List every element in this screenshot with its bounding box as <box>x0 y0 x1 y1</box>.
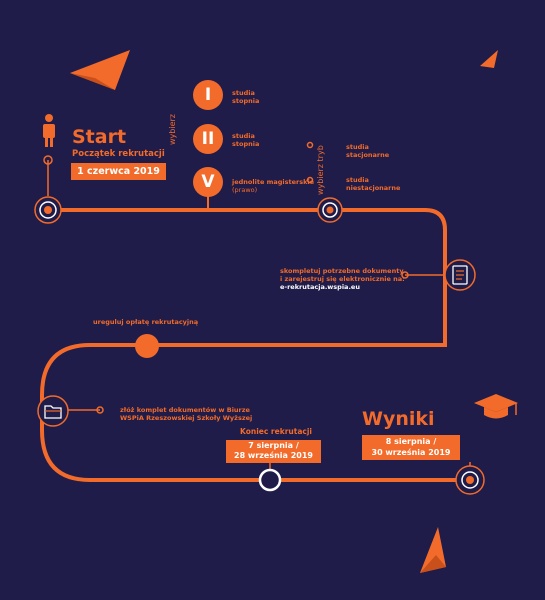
level-ii-badge: II <box>193 124 223 154</box>
choose-label: wybierz <box>168 114 177 145</box>
folder-icon <box>37 395 69 427</box>
start-point-icon <box>34 196 62 224</box>
results-date-badge: 8 sierpnia /30 września 2019 <box>362 435 460 460</box>
results-point-icon <box>455 465 485 495</box>
level-i-badge: I <box>193 80 223 110</box>
documents-step-text: skompletuj potrzebne dokumenty i zarejes… <box>280 267 405 291</box>
fee-point-icon <box>135 334 159 358</box>
submit-step-text: złóż komplet dokumentów w Biurze WSPiA R… <box>120 406 253 422</box>
level-v-desc: jednolite magisterskie(prawo) <box>232 178 315 194</box>
end-point-icon <box>258 468 282 492</box>
triangle-decoration-icon <box>480 50 498 68</box>
start-title: Start <box>72 126 127 148</box>
end-date-badge: 7 sierpnia /28 września 2019 <box>226 440 321 463</box>
graduation-cap-icon <box>474 394 518 419</box>
document-form-icon <box>444 259 476 291</box>
triangle-decoration-icon <box>70 50 130 90</box>
start-date-badge: 1 czerwca 2019 <box>71 163 166 180</box>
triangle-decoration-icon <box>420 527 446 573</box>
level-v-badge: V <box>193 167 223 197</box>
results-title: Wyniki <box>362 408 435 430</box>
mode-label: wybierz tryb <box>316 145 325 195</box>
person-icon <box>43 114 55 147</box>
mode-point-icon <box>317 197 343 223</box>
fee-step-text: ureguluj opłatę rekrutacyjną <box>93 318 199 326</box>
end-title: Koniec rekrutacji <box>240 427 312 436</box>
start-subtitle: Początek rekrutacji <box>72 149 165 159</box>
